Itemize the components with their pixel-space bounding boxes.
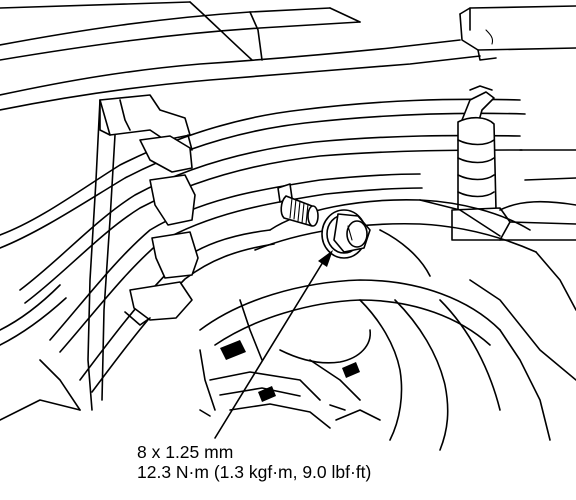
frame-left <box>0 99 116 421</box>
torque-spec-label: 8 x 1.25 mm 12.3 N·m (1.3 kgf·m, 9.0 lbf… <box>137 442 371 482</box>
mounting-bracket <box>254 149 576 311</box>
brake-lines <box>0 98 526 393</box>
callout-leader-arrow <box>214 250 333 439</box>
torque-value-text: 12.3 N·m (1.3 kgf·m, 9.0 lbf·ft) <box>137 462 372 482</box>
threaded-stud-icon <box>277 183 319 227</box>
lower-components <box>199 279 576 451</box>
hex-flange-bolt-icon <box>321 209 371 259</box>
line-clips <box>99 94 199 326</box>
upper-panel-lines <box>0 1 576 111</box>
bolt-size-text: 8 x 1.25 mm <box>137 442 234 462</box>
